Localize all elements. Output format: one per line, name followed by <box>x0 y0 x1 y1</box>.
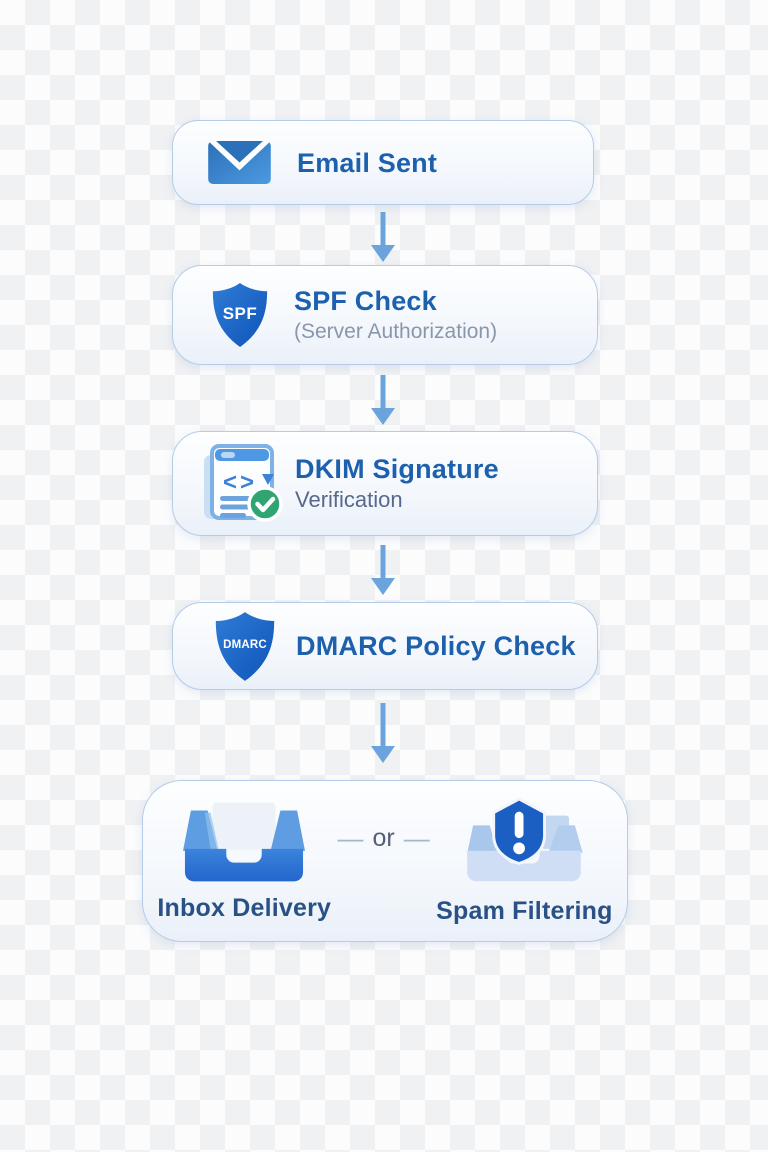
envelope-icon <box>207 140 272 185</box>
node-title: Email Sent <box>297 147 438 178</box>
node-title: SPF Check <box>294 285 437 316</box>
outcome-spam-filtering: Spam Filtering <box>436 781 612 941</box>
or-separator: — or — <box>338 824 430 853</box>
dmarc-badge-label: DMARC <box>223 638 267 651</box>
spf-shield-icon: SPF <box>209 280 271 350</box>
flow-arrow-down-4 <box>371 703 395 763</box>
flow-node-spf-check: SPF SPF Check (Server Authorization) <box>172 265 598 365</box>
outcome-inbox-delivery: Inbox Delivery <box>157 781 331 941</box>
node-title: DKIM Signature <box>295 453 499 484</box>
separator-dash-right: — <box>403 823 430 853</box>
document-code-check-icon: <> <box>199 443 285 525</box>
inbox-delivery-label: Inbox Delivery <box>157 894 332 922</box>
node-subtitle: Verification <box>295 486 403 512</box>
flow-arrow-down-3 <box>371 545 395 595</box>
spam-filtering-label: Spam Filtering <box>436 897 613 925</box>
inbox-tray-icon <box>183 799 306 883</box>
spf-badge-label: SPF <box>222 304 258 323</box>
flow-node-dmarc-policy-check: DMARC DMARC Policy Check <box>172 602 598 690</box>
node-subtitle: (Server Authorization) <box>294 319 498 343</box>
separator-dash-left: — <box>337 823 364 853</box>
flow-arrow-down-1 <box>371 212 395 262</box>
dmarc-shield-icon: DMARC <box>209 610 281 683</box>
node-title: DMARC Policy Check <box>296 631 576 661</box>
spam-shield-tray-icon <box>463 796 585 886</box>
flow-arrow-down-2 <box>371 375 395 425</box>
flow-node-email-sent: Email Sent <box>172 120 594 205</box>
svg-text:<>: <> <box>223 469 257 496</box>
flow-node-outcomes: Inbox Delivery — or — Spam Filtering <box>142 780 628 942</box>
separator-or-text: or <box>372 823 395 852</box>
flow-node-dkim-verification: <> DKIM Signature Verification <box>172 431 598 536</box>
